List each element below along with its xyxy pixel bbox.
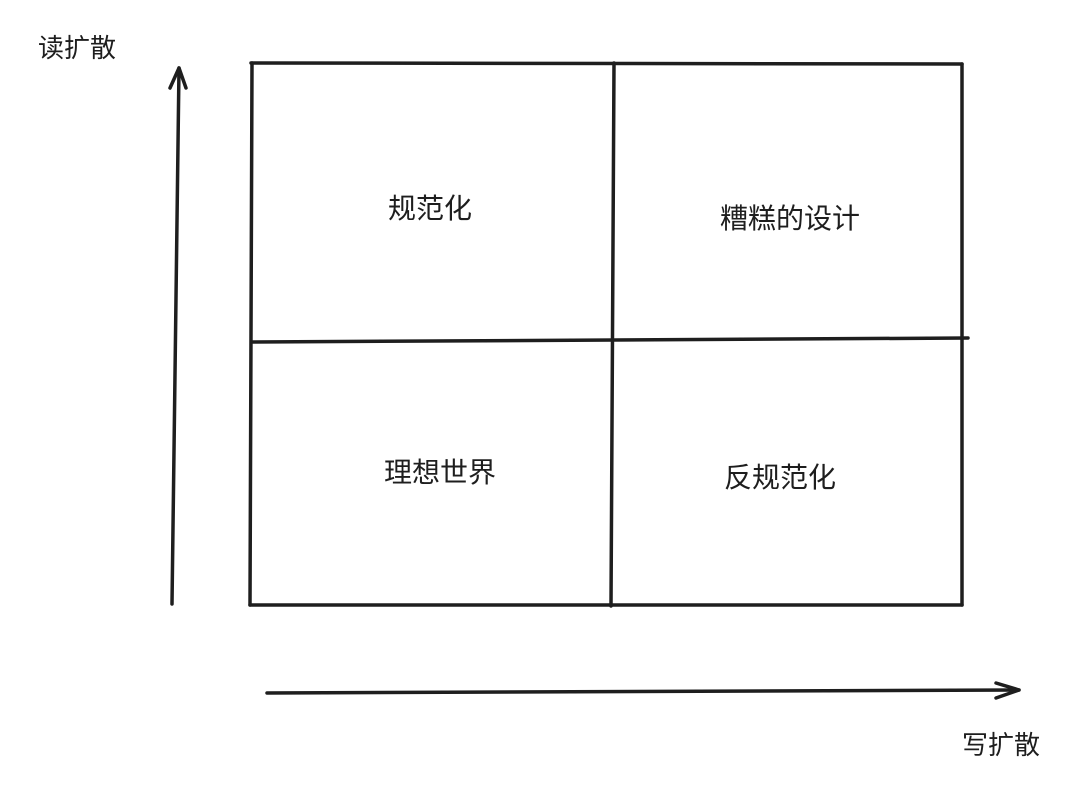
grid-top-edge <box>249 61 964 66</box>
x-axis-arrowhead <box>994 681 1021 700</box>
grid-horizontal-divider <box>250 336 970 344</box>
x-axis-label: 写扩散 <box>962 731 1041 761</box>
grid-left-edge <box>248 61 254 607</box>
y-axis-label: 读扩散 <box>38 34 117 64</box>
quadrant-label-bottom-right: 反规范化 <box>724 461 837 494</box>
grid-vertical-divider <box>609 61 616 608</box>
y-axis-line <box>170 66 181 606</box>
quadrant-label-top-left: 规范化 <box>388 192 473 225</box>
quadrant-label-top-right: 糟糕的设计 <box>720 202 861 235</box>
quadrant-label-bottom-left: 理想世界 <box>384 456 497 489</box>
y-axis-arrowhead <box>168 66 188 90</box>
x-axis-line <box>265 688 1021 695</box>
